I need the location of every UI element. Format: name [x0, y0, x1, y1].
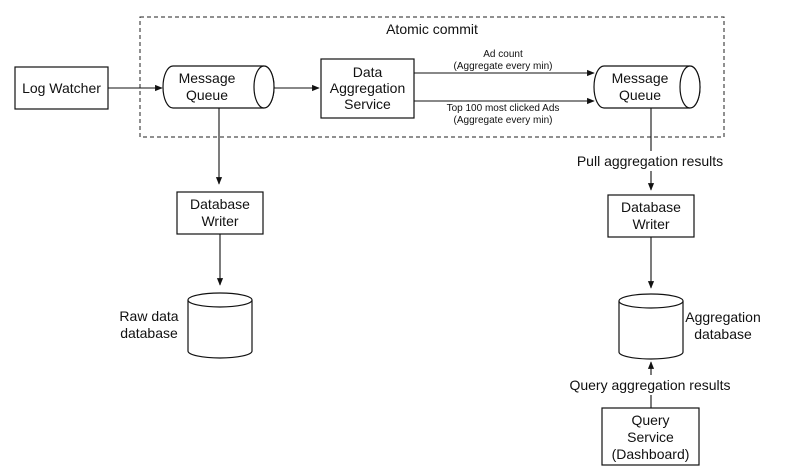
edge-ad-count-line2: (Aggregate every min) [454, 61, 553, 72]
message-queue-1-node: Message Queue [162, 65, 275, 109]
message-queue-2-line1: Message [612, 70, 669, 86]
query-service-line2: Service [627, 429, 674, 445]
edge-top100-line2: (Aggregate every min) [454, 115, 553, 126]
database-writer-1-line2: Writer [201, 213, 238, 229]
aggregation-database-line1: Aggregation [685, 309, 761, 325]
log-watcher-label: Log Watcher [22, 80, 101, 96]
edge-ad-count-line1: Ad count [483, 49, 523, 60]
message-queue-1-line2: Queue [186, 87, 228, 103]
aggregation-database-node [618, 293, 684, 360]
message-queue-1-line1: Message [179, 70, 236, 86]
aggregation-database-line2: database [694, 326, 752, 342]
query-service-line1: Query [631, 412, 669, 428]
atomic-commit-label: Atomic commit [386, 21, 478, 37]
message-queue-2-line2: Queue [619, 87, 661, 103]
data-aggregation-line3: Service [344, 96, 391, 112]
raw-data-database-line1: Raw data [119, 308, 178, 324]
data-aggregation-line2: Aggregation [330, 80, 406, 96]
raw-data-database-node [187, 292, 253, 359]
data-aggregation-service-node: Data Aggregation Service [320, 58, 415, 119]
database-writer-2-line2: Writer [632, 216, 669, 232]
data-aggregation-line1: Data [353, 64, 383, 80]
edge-top100-line1: Top 100 most clicked Ads [447, 103, 560, 114]
query-label-mask [565, 375, 737, 395]
database-writer-2-line1: Database [621, 199, 681, 215]
query-aggregation-label: Query aggregation results [569, 377, 730, 393]
raw-data-database-line2: database [120, 325, 178, 341]
query-service-node: Query Service (Dashboard) [601, 407, 700, 466]
database-writer-2-node: Database Writer [607, 194, 695, 238]
log-watcher-node: Log Watcher [14, 66, 109, 110]
database-writer-1-node: Database Writer [176, 191, 264, 235]
database-writer-1-line1: Database [190, 196, 250, 212]
atomic-commit-boundary [139, 16, 725, 138]
pull-aggregation-label: Pull aggregation results [577, 153, 723, 169]
message-queue-2-node: Message Queue [593, 65, 701, 109]
pull-label-mask [572, 151, 728, 171]
query-service-line3: (Dashboard) [612, 446, 690, 462]
